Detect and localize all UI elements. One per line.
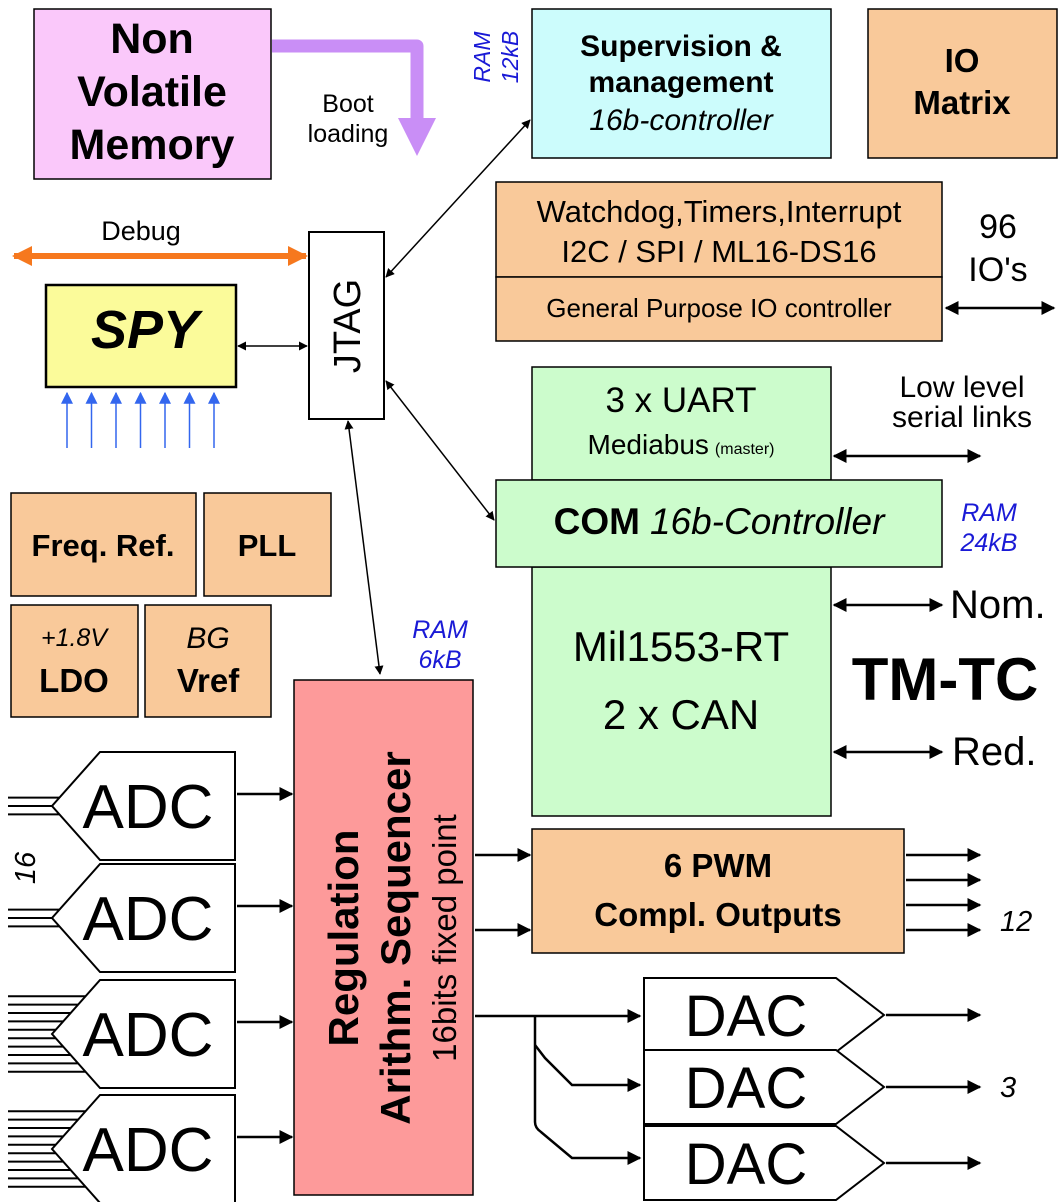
adc-block: ADC [8,751,294,861]
dac-block: DAC [643,1125,982,1201]
debug-label: Debug [101,216,181,246]
peripherals-block: Watchdog,Timers,Interrupt I2C / SPI / ML… [495,181,943,278]
nvm-line1: Non [110,15,194,63]
peripherals-line2: I2C / SPI / ML16-DS16 [561,234,876,269]
boot-label-line2: loading [308,120,389,148]
mil-line1: Mil1553-RT [573,623,789,670]
nvm-line2: Volatile [77,68,227,116]
mil-line2: 2 x CAN [603,691,759,738]
com-italic: 16b-Controller [650,501,886,542]
adc-block: ADC [8,863,294,973]
ios-line1: 96 [979,208,1017,246]
adc-block: ADC [8,1094,294,1202]
io-matrix-line2: Matrix [913,84,1011,121]
pwm-line1: 6 PWM [664,847,772,884]
jtag-regulation-link [344,420,384,675]
ldo-line2: LDO [39,662,109,699]
pwm-count-label: 12 [1000,906,1032,938]
pll-block: PLL [203,492,332,597]
tmtc-nom: Nom. [950,583,1046,627]
uart-line2: Mediabus (master) [588,429,775,460]
pll-label: PLL [238,528,297,563]
dac-block: DAC [643,1049,982,1125]
dac-group: DAC DAC DAC [643,977,982,1201]
adc-block: ADC [8,979,294,1089]
low-level-line1: Low level [899,371,1024,404]
regulation-sequencer-block: Regulation Arithm. Sequencer 16bits fixe… [293,679,474,1196]
supervision-line2: management [588,66,773,99]
dac-label: DAC [685,984,807,1049]
adc-label: ADC [83,773,214,842]
peripherals-line1: Watchdog,Timers,Interrupt [537,194,902,229]
supervision-block: Supervision & management 16b-controller [531,8,832,159]
freq-ref-label: Freq. Ref. [32,528,175,563]
tmtc-label: TM-TC [852,646,1039,713]
pwm-block: 6 PWM Compl. Outputs [531,828,905,954]
io-matrix-block: IO Matrix [867,8,1058,159]
uart-block: 3 x UART Mediabus (master) [531,366,832,481]
dac-label: DAC [685,1056,807,1121]
ldo-block: +1.8V LDO [10,604,139,718]
pwm-output-arrows [906,848,982,937]
spy-probe-arrows [61,391,220,448]
ldo-line1: +1.8V [41,624,109,652]
freq-ref-block: Freq. Ref. [10,492,197,597]
supervision-ram-line1: RAM [469,31,495,83]
jtag-com-link [385,380,495,521]
regulation-line1: Regulation [320,830,367,1047]
regulation-line3: 16bits fixed point [426,814,463,1062]
ios-line2: IO's [968,251,1027,289]
com-bold: COM [554,501,640,542]
bg-line2: Vref [177,662,240,699]
jtag-supervision-link [385,119,531,278]
dac-block: DAC [643,977,982,1053]
com-ram-line2: 24kB [960,529,1018,557]
boot-label-line1: Boot [322,90,373,118]
regulation-line2: Arithm. Sequencer [372,751,419,1124]
mil1553-block: Mil1553-RT 2 x CAN [531,566,832,817]
uart-line2-main: Mediabus [588,429,709,460]
jtag-block: JTAG [308,231,385,420]
com-ram-line1: RAM [961,499,1017,527]
dac-bus [475,1009,642,1165]
spy-label: SPY [91,300,204,360]
regulation-ram-line2: 6kB [418,646,461,674]
regulation-ram-line1: RAM [412,616,468,644]
nvm-line3: Memory [70,121,235,169]
io-matrix-line1: IO [945,42,980,79]
bg-vref-block: BG Vref [144,604,272,718]
spy-block: SPY [44,283,238,389]
adc-label: ADC [83,1001,214,1070]
low-level-line2: serial links [892,401,1032,434]
uart-line1: 3 x UART [605,381,756,420]
dac-count-label: 3 [1000,1072,1016,1104]
adc-label: ADC [83,1116,214,1185]
tmtc-red: Red. [952,730,1037,774]
non-volatile-memory-block: Non Volatile Memory [33,8,272,180]
bg-line1: BG [186,622,229,655]
uart-line2-small: (master) [715,441,775,458]
supervision-line1: Supervision & [580,30,782,63]
adc-label: ADC [83,885,214,954]
gpio-block: General Purpose IO controller [495,276,943,342]
adc-group: ADC ADC ADC ADC [8,751,294,1202]
jtag-label: JTAG [327,279,369,373]
dac-label: DAC [685,1132,807,1197]
supervision-ram-line2: 12kB [497,31,523,83]
adc-count-label: 16 [10,851,42,884]
gpio-label: General Purpose IO controller [546,293,892,323]
pwm-line2: Compl. Outputs [594,896,841,933]
supervision-line3: 16b-controller [589,104,773,137]
